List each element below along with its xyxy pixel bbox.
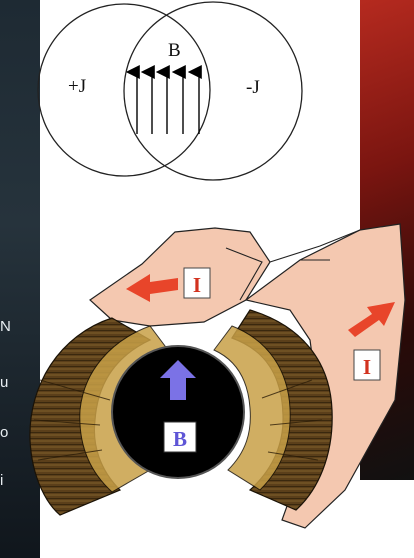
current-label-top: I (193, 273, 201, 297)
venn-diagram: +J -J B (38, 2, 302, 180)
field-label: B (168, 40, 181, 61)
current-label-right: I (363, 355, 371, 379)
right-current-circle (124, 2, 302, 180)
right-current-label: -J (246, 77, 260, 98)
upper-left-coil-band (90, 228, 270, 326)
field-arrows (137, 72, 199, 134)
bore-field-label: B (173, 427, 187, 451)
magnet-bore: B (112, 346, 244, 478)
left-current-label: +J (68, 76, 86, 97)
